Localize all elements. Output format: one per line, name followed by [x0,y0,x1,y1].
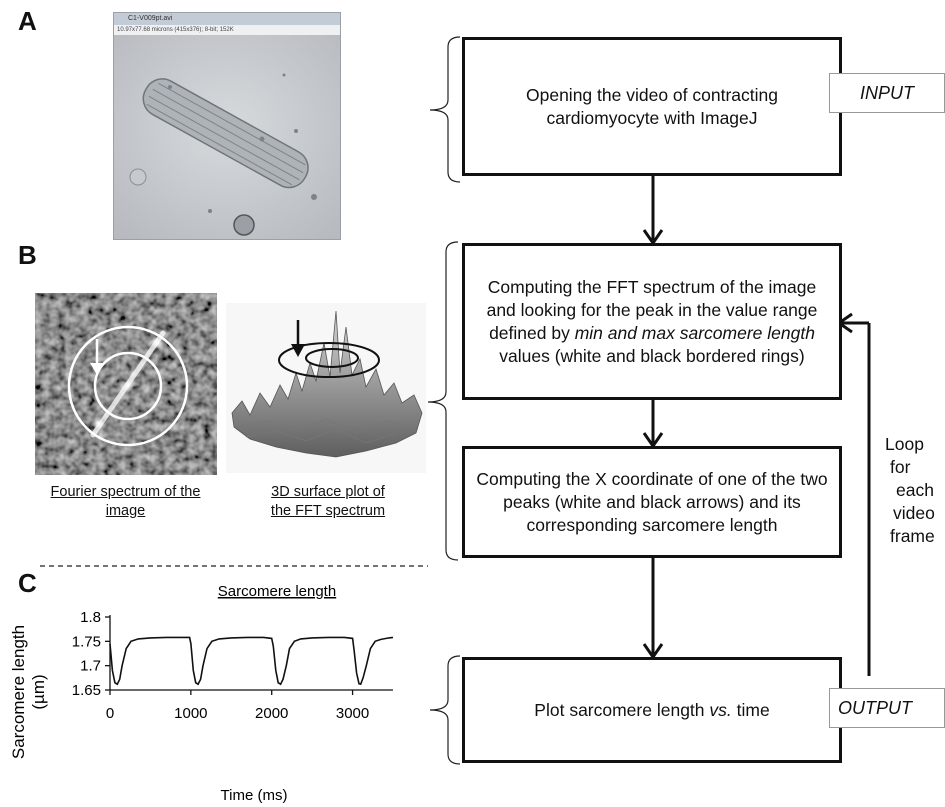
svg-text:Sarcomere length: Sarcomere length [9,625,28,759]
x-axis-label: Time (ms) [221,787,288,804]
panel-label-c: C [18,568,37,598]
flow-step-peak-coordinate: Computing the X coordinate of one of the… [462,446,842,558]
imagej-window: C1-V009pt.avi 10.97x77.68 microns (415x3… [113,12,341,240]
window-info: 10.97x77.68 microns (415x376); 8-bit; 15… [114,25,340,35]
x-tick-label: 0 [106,705,114,722]
y-tick-label: 1.7 [80,658,101,675]
fourier-caption: Fourier spectrum of the image [50,484,201,519]
loop-label: Loop for each video frame [885,434,935,546]
x-tick-label: 1000 [174,705,207,722]
flow-step-open-video: Opening the video of contracting cardiom… [462,37,842,176]
output-tag: OUTPUT [829,688,945,728]
surface-plot-image [226,303,426,473]
panel-label-b: B [18,240,37,270]
fourier-spectrum-image [35,293,217,475]
svg-text:(µm): (µm) [29,674,48,709]
y-tick-label: 1.75 [72,633,101,650]
chart-title: Sarcomere length [218,583,336,600]
sarcomere-length-chart: Sarcomere length 0 1000 2000 3000 1.65 1.7 1.7… [9,583,394,804]
input-tag: INPUT [829,73,945,113]
flow-step-plot-output: Plot sarcomere length vs. time [462,657,842,763]
y-tick-label: 1.65 [72,682,101,699]
y-tick-label: 1.8 [80,609,101,626]
x-tick-label: 2000 [255,705,288,722]
window-title: C1-V009pt.avi [114,13,340,25]
panel-label-a: A [18,6,37,36]
chart-axes: 0 1000 2000 3000 1.65 1.7 1.75 1.8 [72,609,393,722]
y-axis-label: Sarcomere length (µm) [9,625,48,759]
x-tick-label: 3000 [336,705,369,722]
flow-step-fft-spectrum: Computing the FFT spectrum of the image … [462,243,842,400]
series-line [109,636,394,686]
surface-caption: 3D surface plot of the FFT spectrum [270,484,386,519]
cardiomyocyte-image [114,35,340,239]
